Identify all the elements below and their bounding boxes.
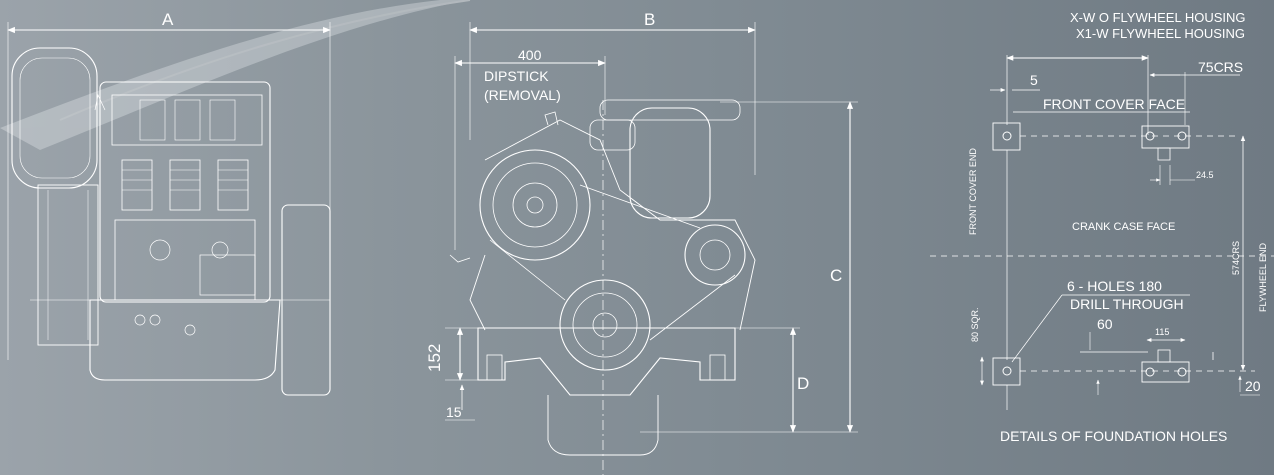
side-view-engine [7,22,331,396]
dim-a-label: A [162,10,174,29]
dipstick-label: DIPSTICK [484,68,549,84]
dim-115-label: 115 [1155,327,1170,337]
foundation-title-line2: X1-W FLYWHEEL HOUSING [1076,26,1246,41]
dim-d-label: D [797,374,810,393]
dim-5-label: 5 [1030,72,1038,88]
flywheel-end-label: FLYWHEEL END [1258,242,1268,312]
removal-label: (REMOVAL) [484,87,561,103]
dim-c-label: C [830,266,843,285]
front-cover-end-label: FRONT COVER END [968,148,978,235]
front-cover-face-label: FRONT COVER FACE [1043,96,1186,112]
drill-through-label: DRILL THROUGH [1070,296,1184,312]
dim-24-5-label: 24.5 [1196,170,1214,180]
foundation-holes-diagram [930,55,1274,410]
dim-80sqr-label: 80 SQR. [970,307,980,342]
dim-60-label: 60 [1097,316,1113,332]
dim-15-label: 15 [446,404,462,420]
dim-75crs-label: 75CRS [1198,59,1244,75]
dim-574crs-label: 574CRS [1231,240,1241,275]
holes-note-label: 6 - HOLES 180 [1067,278,1162,294]
dim-400-label: 400 [518,47,542,63]
crank-case-face-label: CRANK CASE FACE [1072,221,1176,233]
background-swoosh [0,0,471,150]
front-view-engine [445,22,858,475]
foundation-title-line1: X-W O FLYWHEEL HOUSING [1070,10,1246,25]
foundation-caption: DETAILS OF FOUNDATION HOLES [1000,428,1228,444]
dim-b-label: B [644,10,656,29]
dim-152-label: 152 [425,343,444,372]
dim-20-label: 20 [1245,378,1261,394]
